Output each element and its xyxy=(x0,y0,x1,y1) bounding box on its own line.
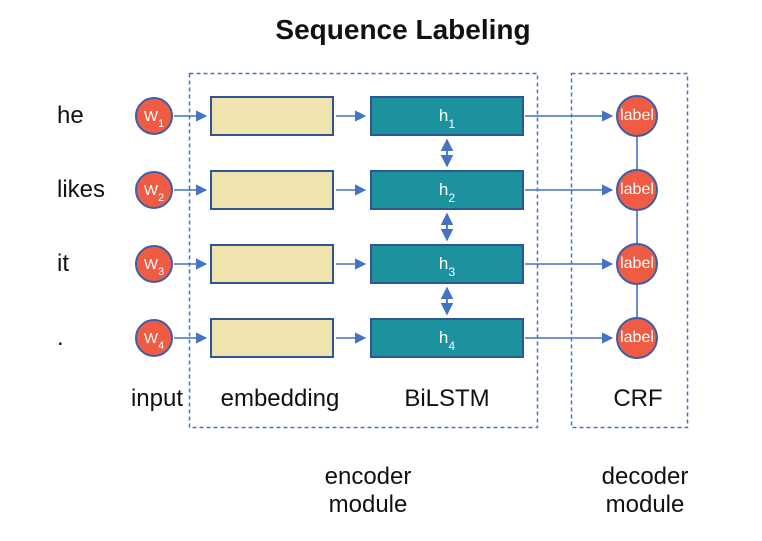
diagram-title: Sequence Labeling xyxy=(275,14,531,45)
input-to-embedding-arrows xyxy=(174,110,208,344)
bilstm-to-label-arrows xyxy=(525,110,614,344)
column-label-input: input xyxy=(130,385,184,412)
embedding-box-1 xyxy=(210,96,334,136)
decoder-module-caption: decoder module xyxy=(601,463,689,518)
input-word: likes xyxy=(57,176,106,203)
column-label-crf: CRF xyxy=(613,385,663,412)
embedding-box-2 xyxy=(210,170,334,210)
column-label-bilstm: BiLSTM xyxy=(404,385,490,412)
input-word: . xyxy=(57,324,64,351)
embedding-box-4 xyxy=(210,318,334,358)
decoder-module-box xyxy=(570,72,689,429)
embedding-box-3 xyxy=(210,244,334,284)
label-node-2: label xyxy=(616,169,658,211)
encoder-module-box xyxy=(188,72,539,429)
column-label-embedding: embedding xyxy=(220,385,340,412)
label-node-4: label xyxy=(616,317,658,359)
embedding-to-bilstm-arrows xyxy=(336,110,367,344)
input-word: it xyxy=(57,250,69,277)
label-node-1: label xyxy=(616,95,658,137)
encoder-module-caption: encoder module xyxy=(324,463,412,518)
label-node-3: label xyxy=(616,243,658,285)
input-word: he xyxy=(57,102,84,129)
